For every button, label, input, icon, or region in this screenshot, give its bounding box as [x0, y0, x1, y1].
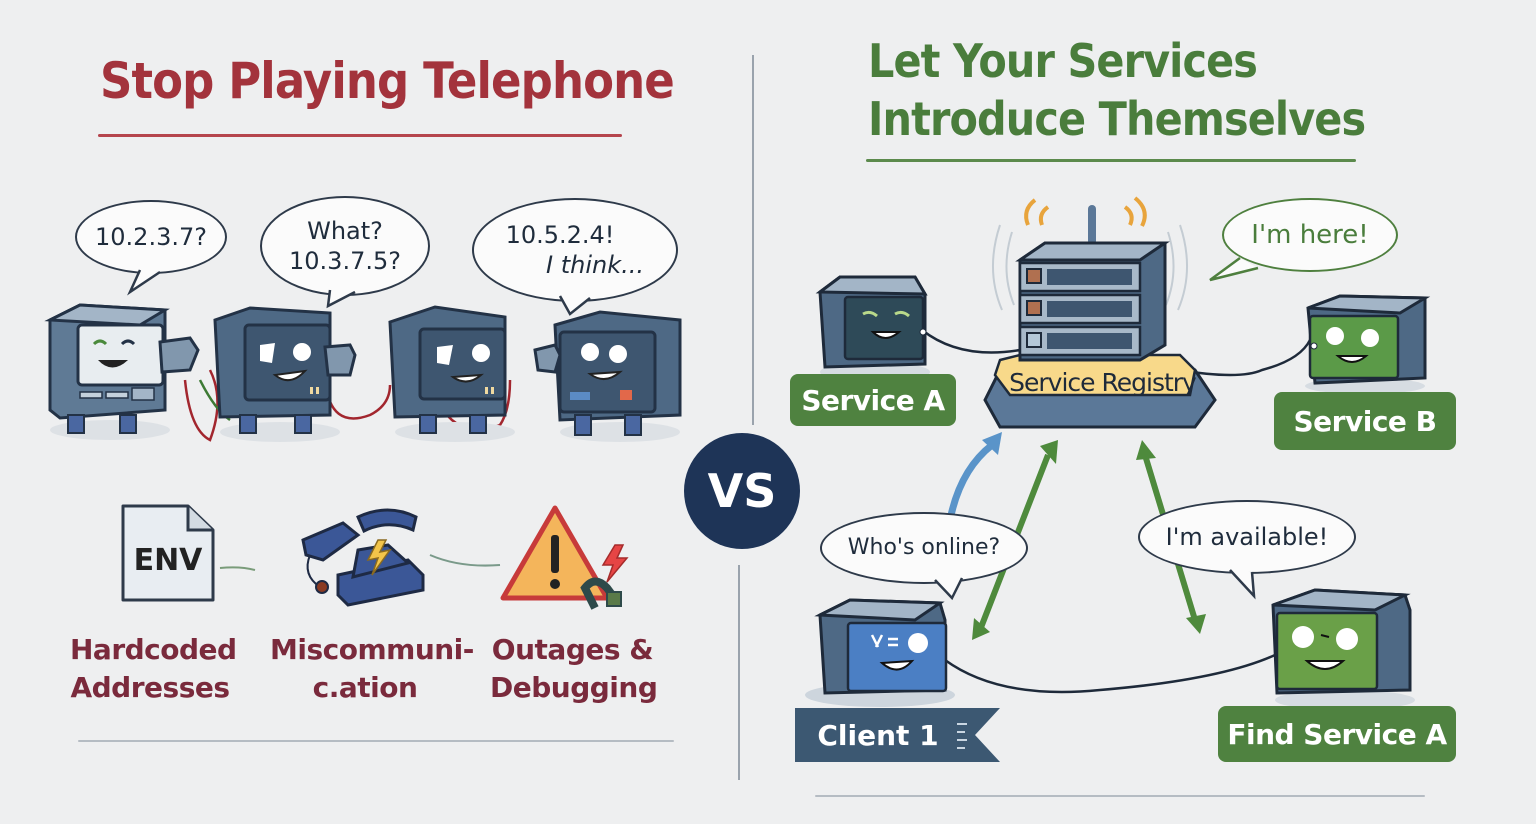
- server-4-icon: [533, 310, 682, 442]
- service-b-server-icon: [1305, 294, 1431, 394]
- client-1-label: Client 1: [817, 718, 939, 752]
- find-service-a-server-icon: [1271, 588, 1415, 710]
- problem-2-line-2: c.ation: [312, 671, 418, 704]
- speech-bubble-3: 10.5.2.4! I think...: [472, 198, 678, 302]
- problem-3-line-2: Debugging: [490, 671, 658, 704]
- server-2-icon: [213, 306, 357, 442]
- env-file-label: ENV: [134, 543, 204, 578]
- server-1-icon: [44, 303, 200, 440]
- bubble-2-line-2: 10.3.7.5?: [289, 247, 401, 275]
- service-registry-icon: [983, 205, 1217, 429]
- connector-line: [219, 554, 501, 571]
- bubble-im-available: I'm available!: [1138, 500, 1356, 574]
- bubble-3-line-1: 10.5.2.4!: [505, 221, 615, 249]
- speech-bubble-1: 10.2.3.7?: [75, 200, 227, 274]
- bubble-im-here: I'm here!: [1222, 198, 1398, 272]
- center-divider-bottom: [738, 565, 740, 780]
- service-b-label: Service B: [1274, 392, 1456, 450]
- cable: [183, 369, 219, 442]
- problem-1-line-1: Hardcoded: [70, 633, 237, 666]
- arrow-blue: [946, 442, 995, 521]
- right-title: Let Your Services Introduce Themselves: [868, 32, 1366, 148]
- left-title: Stop Playing Telephone: [100, 52, 675, 110]
- service-a-label: Service A: [790, 374, 956, 426]
- client-1-banner: [795, 708, 1000, 762]
- link-client-service: [944, 653, 1276, 694]
- problem-hardcoded-addresses: Hardcoded Addresses: [70, 631, 237, 707]
- problem-miscommunication: Miscommuni- c.ation: [270, 631, 474, 707]
- vs-badge: VS: [684, 433, 800, 549]
- right-title-underline: [866, 159, 1356, 162]
- bubble-2-line-1: What?: [307, 217, 383, 245]
- telephone-servers: [44, 303, 682, 442]
- right-title-line-2: Introduce Themselves: [868, 92, 1366, 146]
- right-title-line-1: Let Your Services: [868, 34, 1258, 88]
- problem-3-line-1: Outages &: [491, 633, 654, 666]
- broken-phone-icon: [301, 508, 425, 607]
- problem-1-line-2: Addresses: [70, 671, 230, 704]
- server-3-icon: [388, 305, 515, 442]
- bubble-whos-online-text: Who's online?: [847, 535, 1001, 560]
- cable: [438, 379, 512, 431]
- left-title-underline: [98, 134, 622, 137]
- client-1-server-icon: [805, 598, 955, 707]
- bubble-im-available-text: I'm available!: [1165, 523, 1329, 551]
- bubble-1-text: 10.2.3.7?: [95, 223, 207, 251]
- bubble-im-here-text: I'm here!: [1251, 220, 1369, 250]
- link-service-a: [921, 329, 1021, 354]
- bubble-3-line-2: I think...: [546, 251, 644, 279]
- left-bottom-rule: [78, 740, 674, 742]
- env-file-icon: ENV: [121, 504, 215, 602]
- bubble-whos-online: Who's online?: [820, 512, 1028, 584]
- service-a-server-icon: [815, 275, 930, 382]
- service-registry-label: Service Registry: [1009, 368, 1197, 397]
- problem-2-line-1: Miscommuni-: [270, 633, 474, 666]
- speech-bubble-2: What? 10.3.7.5?: [260, 196, 430, 296]
- right-bottom-rule: [815, 795, 1425, 797]
- problem-outages-debugging: Outages & Debugging: [490, 631, 658, 707]
- link-service-b: [1177, 339, 1312, 377]
- find-service-a-label: Find Service A: [1218, 706, 1456, 762]
- warning-icon: [500, 505, 629, 610]
- center-divider-top: [752, 55, 754, 425]
